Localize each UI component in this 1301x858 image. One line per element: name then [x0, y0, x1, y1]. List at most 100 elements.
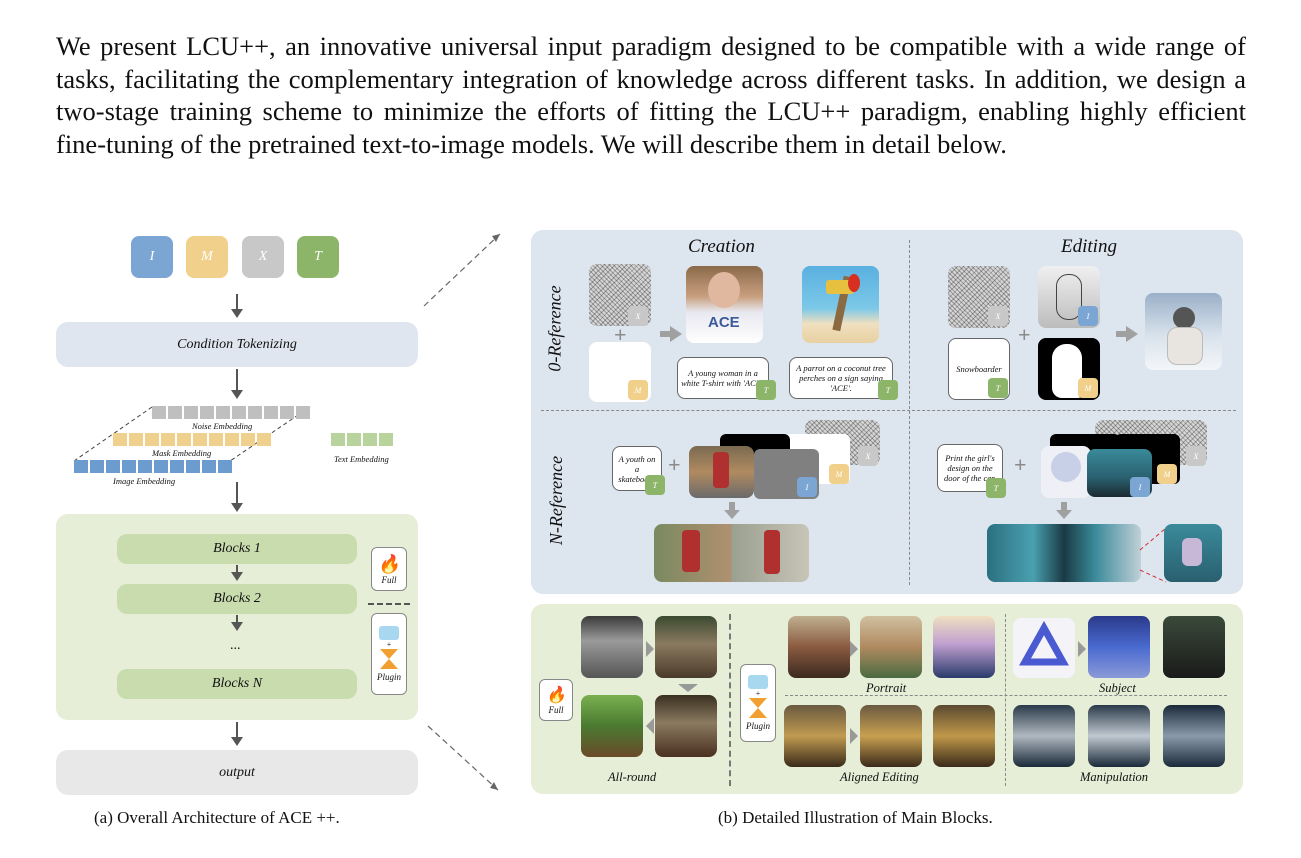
photo-woman-ace-shirt: ACE	[686, 266, 763, 343]
photo-portrait-police	[933, 616, 995, 678]
token-image: I	[131, 236, 173, 278]
hourglass-icon	[380, 649, 398, 659]
chevron-left-icon	[646, 718, 654, 734]
all-round-label: All-round	[608, 770, 657, 784]
badge-t: T	[986, 478, 1006, 498]
logo-icon	[1019, 620, 1069, 666]
chevron-right-icon	[850, 641, 858, 657]
zoom-lines	[423, 233, 501, 791]
photo-astronaut-pose	[1163, 705, 1225, 767]
full-finetune-box: 🔥 Full	[371, 547, 407, 591]
arrow-down-icon	[1056, 502, 1072, 519]
photo-elf-edited	[655, 695, 717, 757]
photo-einstein	[581, 616, 643, 678]
photo-anime-girl	[1041, 446, 1091, 498]
arrow-down	[231, 294, 243, 318]
photo-car-door-detail	[1164, 524, 1222, 582]
manipulation-label: Manipulation	[1080, 770, 1149, 784]
ice-icon	[748, 675, 768, 689]
badge-t: T	[756, 380, 776, 400]
shirt-text: ACE	[708, 314, 740, 331]
caption-a: (a) Overall Architecture of ACE ++.	[94, 808, 340, 827]
photo-car-results	[987, 524, 1141, 582]
image-embedding-label: Image Embedding	[113, 476, 176, 486]
block-2: Blocks 2	[117, 584, 357, 614]
noise-embedding-row	[152, 406, 310, 419]
editing-title: Editing	[1061, 236, 1117, 257]
badge-t: T	[878, 380, 898, 400]
token-mask: M	[186, 236, 228, 278]
vertical-divider	[1005, 614, 1006, 786]
photo-astronaut-stand	[1088, 705, 1150, 767]
horizontal-divider	[541, 410, 1236, 411]
arrow-down	[231, 369, 243, 399]
plugin-label: Plugin	[377, 672, 401, 682]
zoom-detail-lines	[1139, 527, 1167, 583]
mask-embedding-row	[113, 433, 271, 446]
condition-tokenizing-box: Condition Tokenizing	[56, 322, 418, 367]
prompt-parrot: A parrot on a coconut tree perches on a …	[789, 357, 893, 399]
full-label: Full	[548, 705, 564, 715]
arrow-down-icon	[724, 502, 740, 519]
output-box: output	[56, 750, 418, 795]
photo-einstein-elf	[655, 616, 717, 678]
ice-icon	[379, 626, 399, 640]
fire-icon: 🔥	[546, 687, 566, 704]
noise-embedding-label: Noise Embedding	[192, 421, 253, 431]
plus-icon: +	[1014, 452, 1027, 477]
zero-reference-label: 0-Reference	[544, 285, 565, 372]
arrow-down	[231, 722, 243, 746]
arrow-down	[231, 482, 243, 512]
text-embedding-row	[331, 433, 393, 446]
hourglass-icon-bottom	[380, 659, 398, 669]
photo-robot-edited	[933, 705, 995, 767]
subject-label: Subject	[1099, 681, 1136, 695]
badge-t: T	[645, 475, 665, 495]
badge-m: M	[1157, 464, 1177, 484]
plus-icon: +	[1018, 322, 1031, 347]
photo-youth-skateboard	[689, 446, 754, 498]
chevron-right-icon	[850, 728, 858, 744]
blocks-ellipsis: ...	[230, 638, 241, 653]
divider	[368, 603, 410, 605]
photo-subject-bag	[1088, 616, 1150, 678]
block-1: Blocks 1	[117, 534, 357, 564]
chevron-right-icon	[646, 641, 654, 657]
arrow-right-icon	[660, 326, 682, 342]
plus-icon: +	[668, 452, 681, 477]
block-n: Blocks N	[117, 669, 357, 699]
token-noise: X	[242, 236, 284, 278]
plugin-box: + Plugin	[740, 664, 776, 742]
photo-astronaut-sit	[1013, 705, 1075, 767]
badge-t: T	[988, 378, 1008, 398]
text-embedding-label: Text Embedding	[334, 454, 389, 464]
photo-elf-forest	[581, 695, 643, 757]
badge-x: X	[858, 446, 878, 466]
photo-subject-logo	[1013, 618, 1075, 678]
token-text: T	[297, 236, 339, 278]
photo-parrot-coconut-tree	[802, 266, 879, 343]
horizontal-divider	[785, 695, 1227, 696]
creation-title: Creation	[688, 236, 755, 257]
image-embedding-row	[74, 460, 232, 473]
badge-x: X	[1186, 446, 1206, 466]
badge-m: M	[628, 380, 648, 400]
full-finetune-box: 🔥 Full	[539, 679, 573, 721]
aligned-editing-label: Aligned Editing	[840, 770, 919, 784]
arrow-down	[231, 615, 243, 631]
chevron-down-icon	[678, 684, 698, 692]
photo-youth-results	[654, 524, 809, 582]
badge-x: X	[628, 306, 648, 326]
hourglass-icon-bottom	[749, 708, 767, 718]
badge-x: X	[988, 306, 1008, 326]
photo-snowboarder	[1145, 293, 1222, 370]
plus-icon: +	[614, 322, 627, 347]
intro-paragraph: We present LCU++, an innovative universa…	[56, 31, 1246, 159]
portrait-label: Portrait	[866, 681, 907, 695]
badge-i: I	[1130, 477, 1150, 497]
mask-embedding-label: Mask Embedding	[152, 448, 212, 458]
n-reference-label: N-Reference	[546, 455, 567, 546]
photo-robot-original	[784, 705, 846, 767]
plugin-label: Plugin	[746, 721, 770, 731]
prompt-woman: A young woman in a white T-shirt with 'A…	[677, 357, 769, 399]
